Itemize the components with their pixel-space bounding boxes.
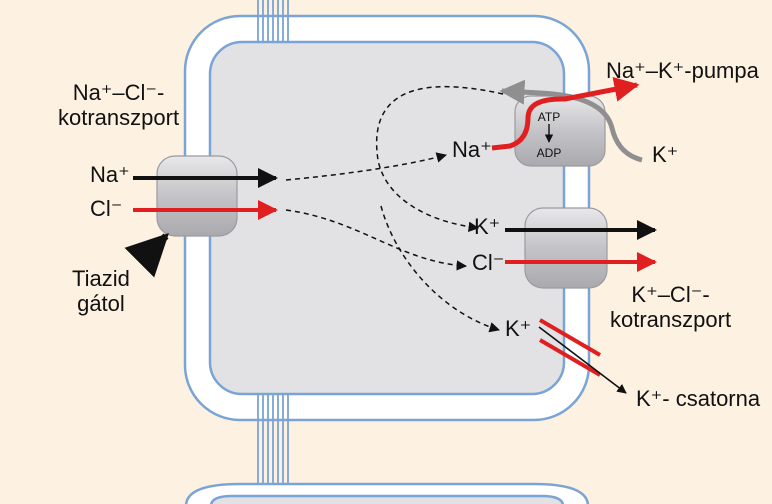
nacl-cotransport-label-line1: Na⁺–Cl⁻-: [72, 80, 165, 105]
cl-kcc-label: Cl⁻: [472, 250, 505, 275]
dashed-paths: [285, 85, 504, 333]
thiazide-label-line1: Tiazid: [72, 266, 130, 291]
k-path-to-channel: [380, 205, 501, 333]
atp-label: ATP: [538, 110, 560, 124]
neighbor-cell: [185, 482, 589, 504]
na-right-label: Na⁺: [452, 137, 492, 162]
nacl-cotransport-label: Na⁺–Cl⁻- kotranszport: [58, 80, 179, 131]
na-path-to-pump: [285, 152, 448, 181]
tight-junction-top: [257, 0, 289, 42]
kcl-cotransporter: [524, 207, 608, 289]
thiazide-arrow: [124, 233, 169, 278]
k-channel-label: K⁺- csatorna: [636, 386, 761, 411]
cl-left-label: Cl⁻: [90, 196, 123, 221]
k-pump-label: K⁺: [652, 142, 679, 167]
kcl-cotransport-label-line2: kotranszport: [610, 307, 732, 333]
nacl-cotransport-label-line2: kotranszport: [58, 105, 180, 131]
thiazide-label-line2: gátol: [77, 291, 125, 317]
k-channel-arrow: [538, 326, 627, 394]
k-channel: [538, 318, 627, 394]
kcl-cotransport-label-line1: K⁺–Cl⁻-: [631, 282, 710, 307]
na-left-label: Na⁺: [90, 162, 130, 187]
nacl-cotransporter: [156, 155, 238, 237]
k-pump-arrow: [499, 79, 643, 163]
na-k-pump-label: Na⁺–K⁺-pumpa: [606, 58, 759, 83]
cl-path-to-kcc: [285, 209, 468, 271]
kcl-cotransport-label: K⁺–Cl⁻- kotranszport: [610, 282, 731, 333]
na-pump-arrow: [491, 77, 640, 151]
k-channel-in-label: K⁺: [505, 316, 532, 341]
adp-label: ADP: [537, 146, 562, 160]
k-kcc-label: K⁺: [474, 214, 501, 239]
thiazide-label: Tiazid gátol: [72, 266, 130, 317]
k-path-from-pump: [375, 85, 504, 233]
